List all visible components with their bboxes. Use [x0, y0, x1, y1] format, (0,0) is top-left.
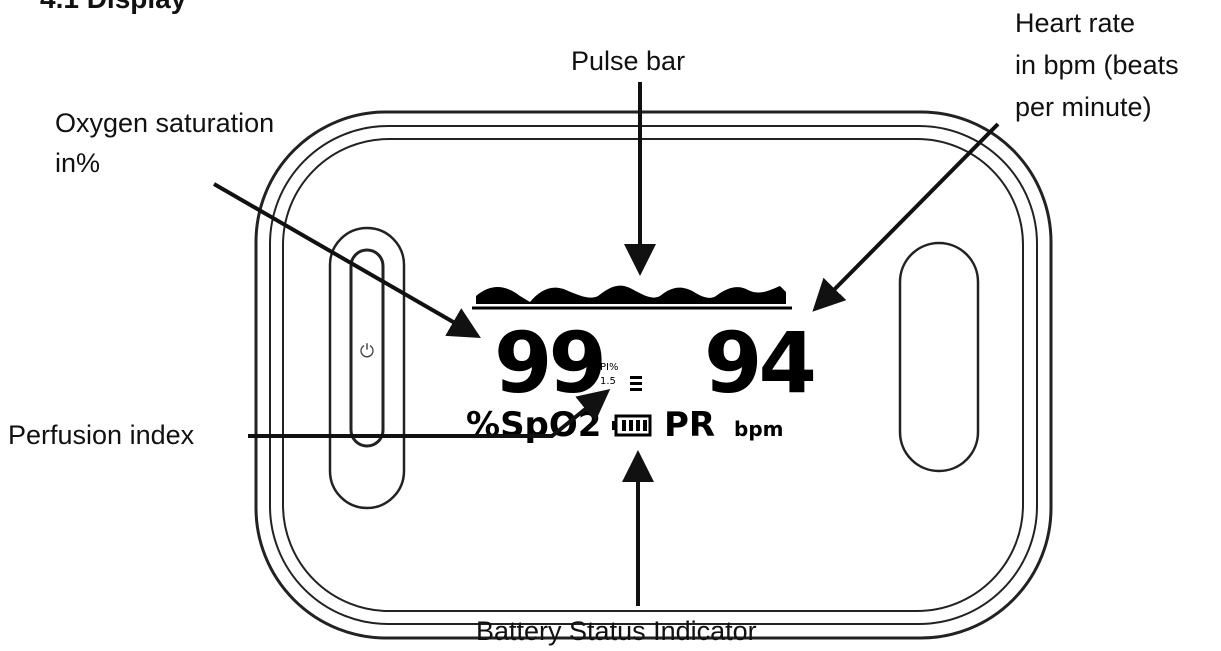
spo2-value: 99 [494, 314, 603, 412]
signal-bars-icon [630, 376, 642, 391]
pulse-waveform-shape [476, 285, 786, 304]
pulse-bar-label: Pulse bar [571, 46, 685, 76]
oxygen-saturation-label-line2: in% [55, 148, 100, 178]
callout-arrows [213, 82, 1000, 606]
pr-value: 94 [704, 314, 813, 412]
lcd-readings: 99 94 PI% 1.5 %SpO2 PR bpm [466, 314, 817, 445]
pi-value: 1.5 [600, 376, 616, 387]
power-icon: ⏻ [360, 341, 374, 362]
pr-label: PR [664, 405, 715, 445]
oxygen-saturation-arrow [213, 182, 481, 338]
pr-unit: bpm [734, 417, 783, 441]
battery-icon [612, 414, 652, 437]
pi-label: PI% [600, 362, 618, 373]
power-button-inner [349, 248, 385, 448]
device-body [254, 110, 1053, 640]
heart-rate-label-line3: per minute) [1015, 92, 1152, 122]
heart-rate-label-line2: in bpm (beats [1015, 50, 1179, 80]
perfusion-index-label: Perfusion index [8, 420, 195, 450]
device-screen-outline [282, 138, 1024, 612]
power-button-outer [328, 226, 406, 510]
device-outer-outline [254, 110, 1053, 640]
heart-rate-label-line1: Heart rate [1015, 8, 1135, 38]
pulse-waveform [472, 285, 792, 310]
right-slot [898, 241, 980, 473]
oxygen-saturation-label-line1: Oxygen saturation [55, 108, 274, 138]
perfusion-index-arrow [248, 388, 611, 438]
heart-rate-arrow [812, 122, 1000, 312]
section-heading: 4.1 Display [40, 0, 187, 14]
power-button[interactable]: ⏻ [328, 226, 406, 510]
device-inner-outline [269, 125, 1038, 625]
battery-status-label: Battery Status Indicator [476, 616, 757, 646]
